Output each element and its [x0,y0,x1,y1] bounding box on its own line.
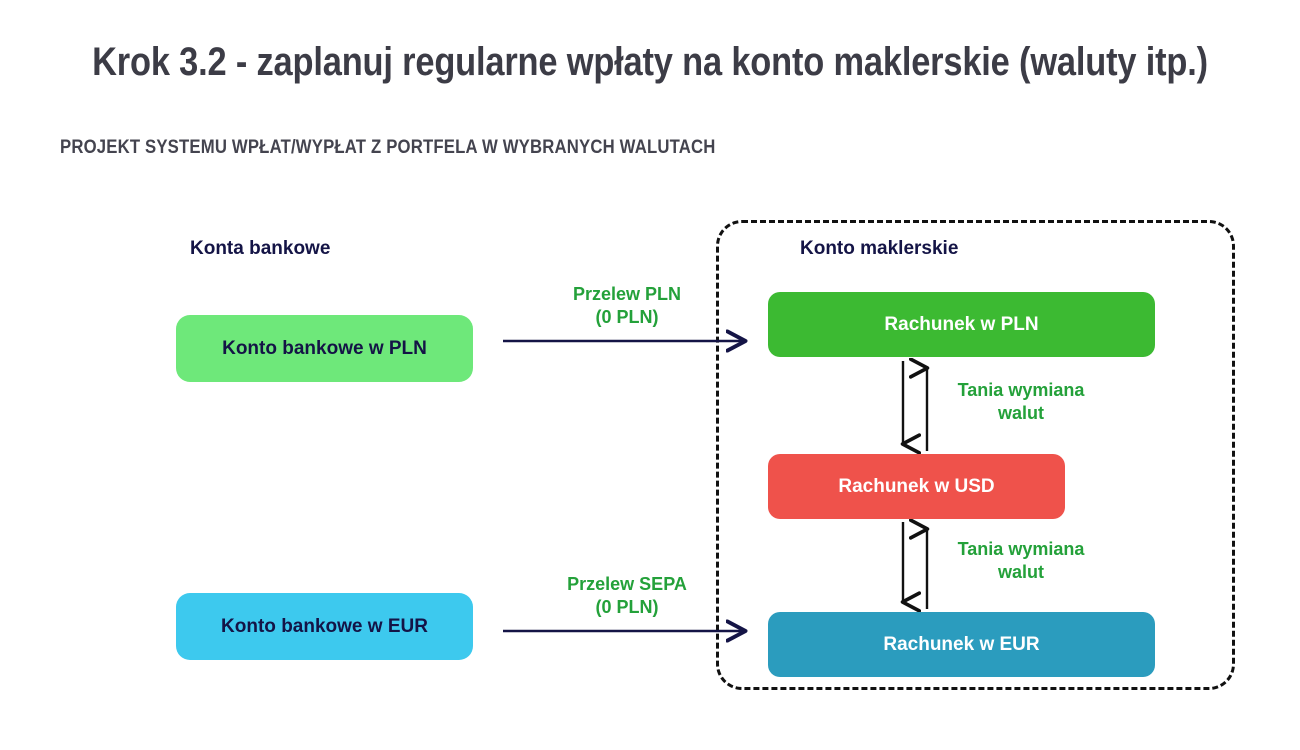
transfer-label-pln-line2: (0 PLN) [595,306,659,327]
bank-account-pln-box[interactable]: Konto bankowe w PLN [176,315,473,382]
page-subtitle: PROJEKT SYSTEMU WPŁAT/WYPŁAT Z PORTFELA … [60,137,716,158]
exchange-arrows-pln-usd-icon [890,358,942,454]
column-caption-brokerage-account: Konto maklerskie [800,238,959,259]
exchange-label-usd-eur-line2: walut [997,561,1044,582]
exchange-arrows-usd-eur-icon [890,519,942,612]
transfer-label-pln-line1: Przelew PLN [572,284,682,304]
brokerage-account-boundary [716,220,1235,690]
exchange-label-usd-eur-line1: Tania wymiana [957,539,1085,559]
transfer-label-sepa-line2: (0 PLN) [595,596,659,617]
exchange-label-pln-usd-line1: Tania wymiana [957,380,1085,400]
transfer-arrow-eur-icon [503,619,756,643]
transfer-label-sepa: Przelew SEPA (0 PLN) [507,573,747,618]
page-title: Krok 3.2 - zaplanuj regularne wpłaty na … [92,40,1208,84]
bank-account-eur-box[interactable]: Konto bankowe w EUR [176,593,473,660]
brokerage-account-eur-box[interactable]: Rachunek w EUR [768,612,1155,677]
column-caption-bank-accounts: Konta bankowe [190,238,331,259]
exchange-label-usd-eur: Tania wymiana walut [946,538,1096,583]
transfer-arrow-pln-icon [503,329,756,353]
exchange-label-pln-usd: Tania wymiana walut [946,379,1096,424]
transfer-label-sepa-line1: Przelew SEPA [567,574,687,594]
transfer-label-pln: Przelew PLN (0 PLN) [507,283,747,328]
brokerage-account-usd-box[interactable]: Rachunek w USD [768,454,1065,519]
brokerage-account-pln-box[interactable]: Rachunek w PLN [768,292,1155,357]
exchange-label-pln-usd-line2: walut [997,402,1044,423]
